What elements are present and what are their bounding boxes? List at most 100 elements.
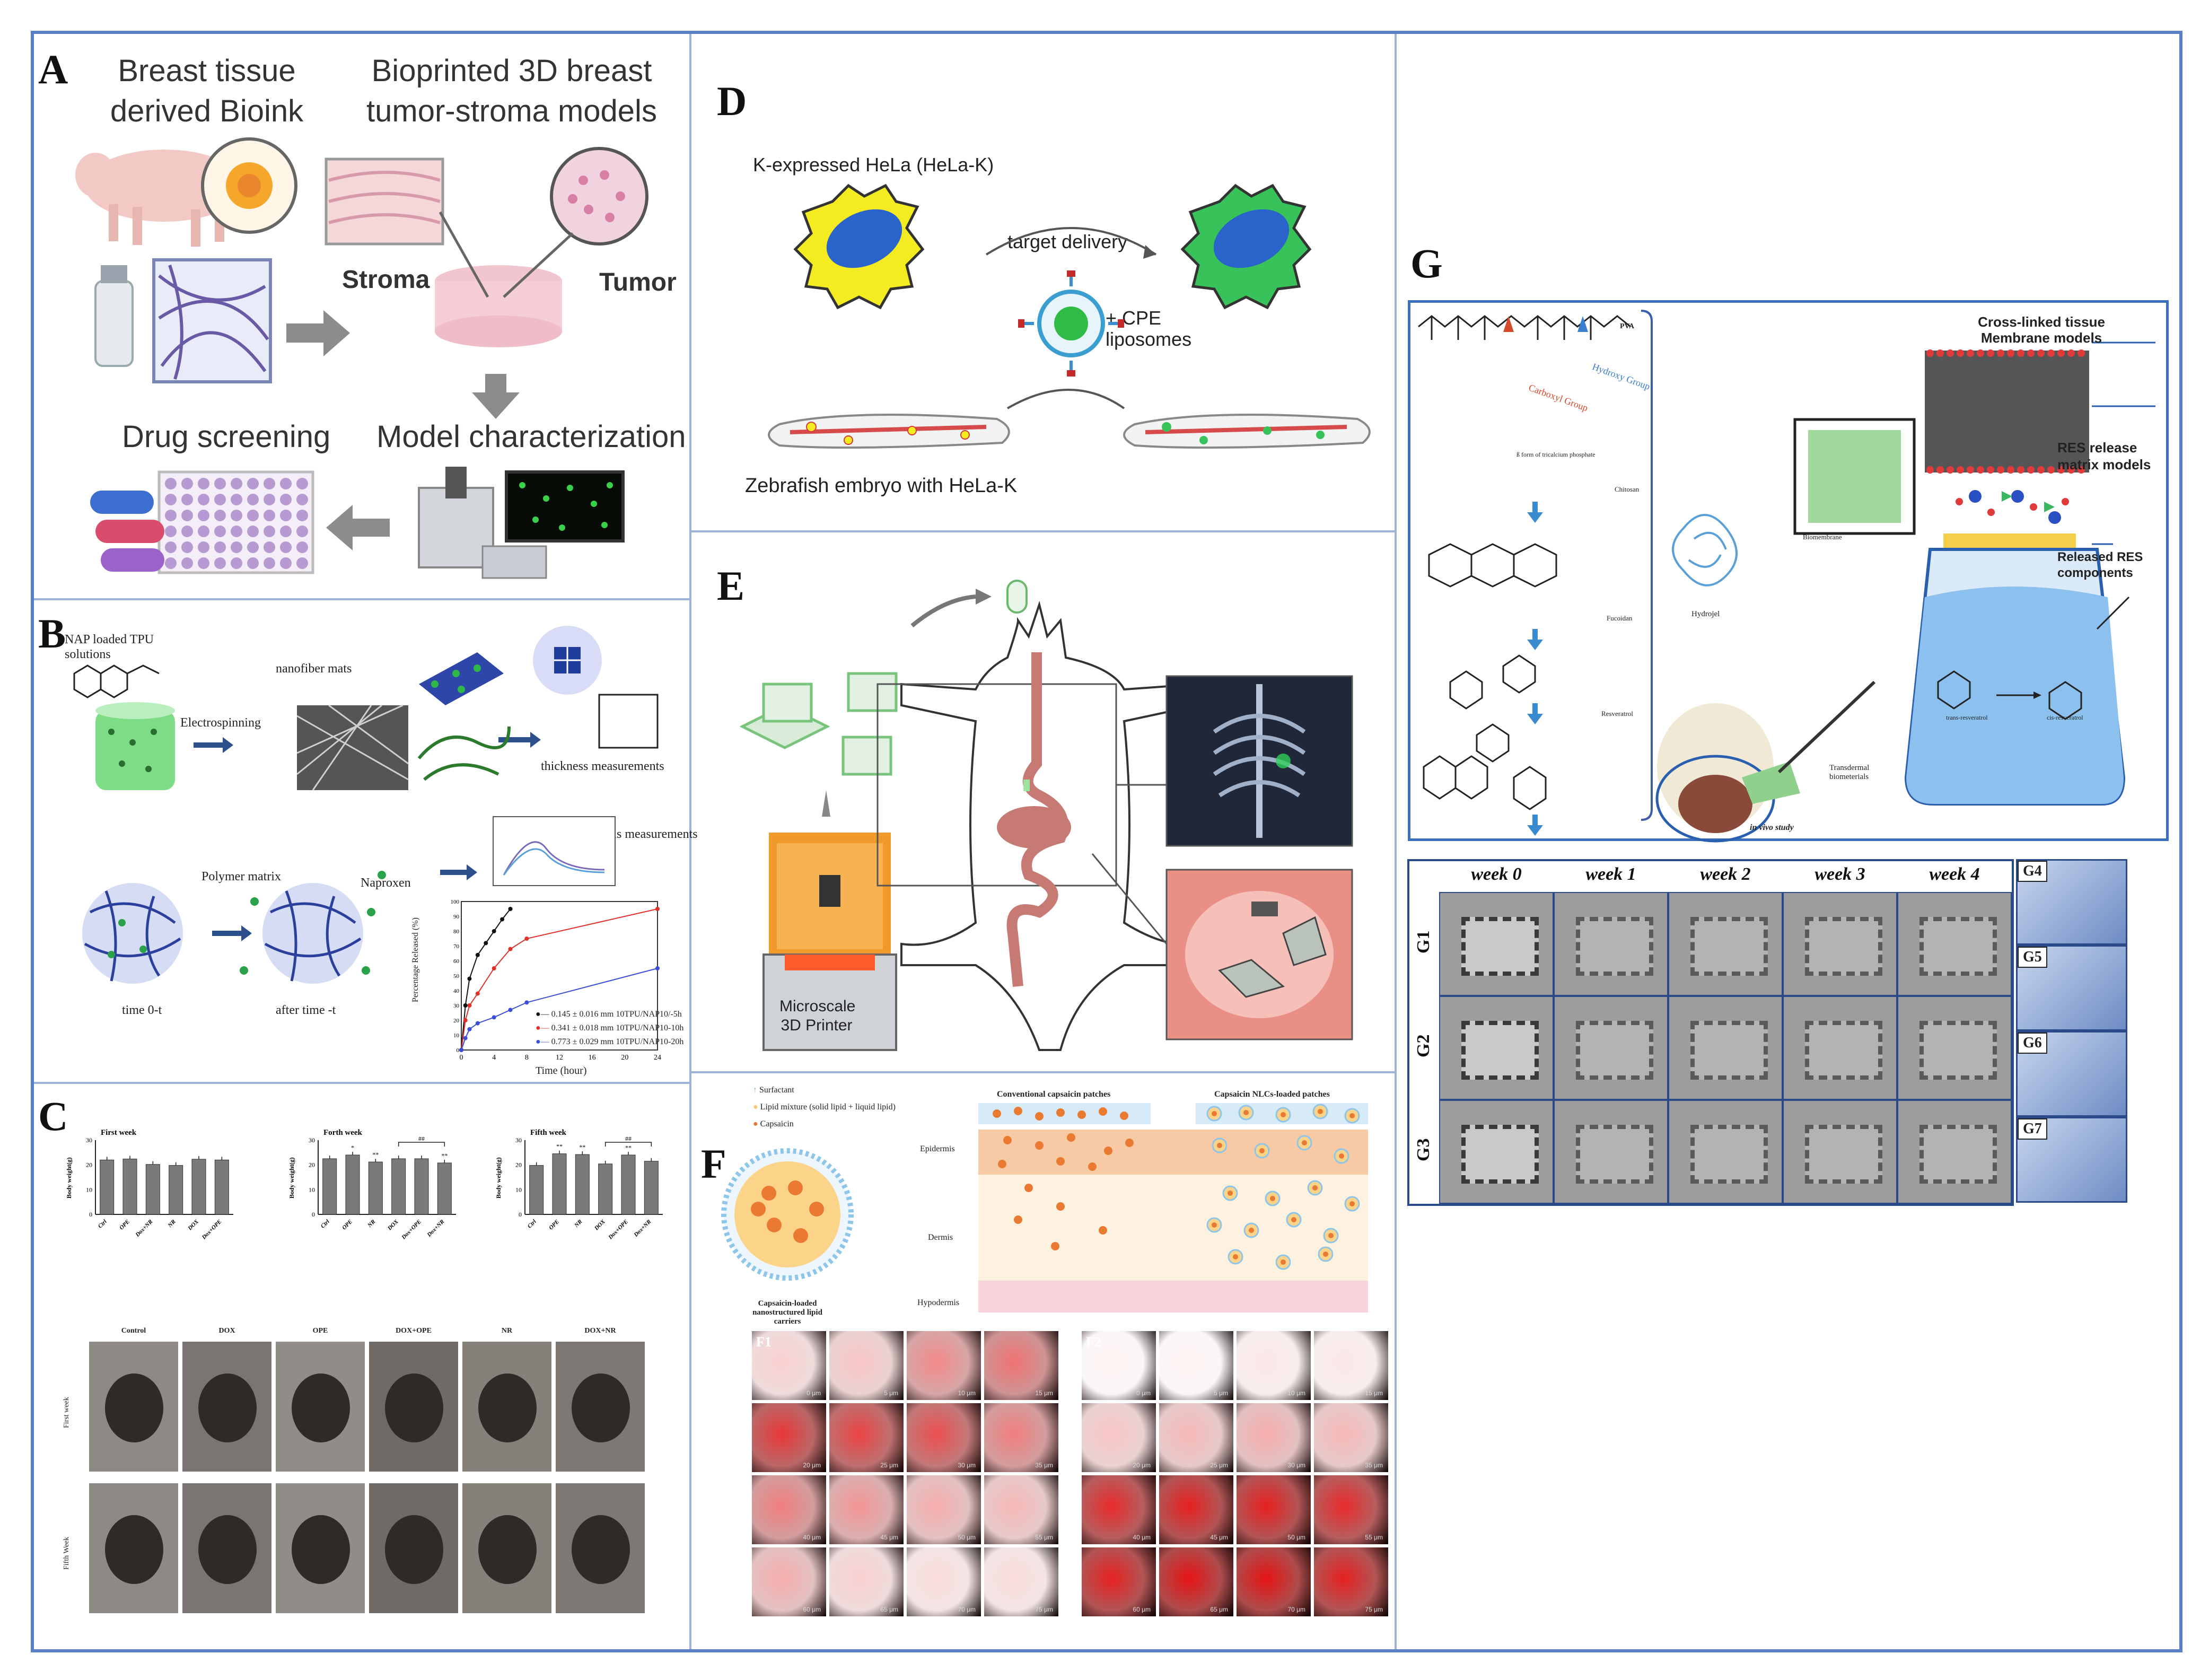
week-header: week 0 — [1471, 864, 1522, 884]
tumor-label: Tumor — [599, 268, 677, 296]
conventional-label: Conventional capsaicin patches — [997, 1090, 1111, 1099]
drug-screening-label: Drug screening — [122, 419, 331, 454]
wound-photo — [1897, 1100, 2012, 1204]
c-chart-title: First week — [101, 1128, 137, 1137]
wound-photo — [1897, 996, 2012, 1100]
microscopy-tile: 60 μm — [752, 1547, 826, 1616]
wound-area — [1461, 1021, 1539, 1080]
panel-a-illustration — [75, 137, 648, 579]
capsaicin-dot — [1077, 1110, 1086, 1119]
release-point — [492, 1015, 496, 1020]
membrane-head — [1936, 349, 1944, 357]
c-chart-title: Fifth week — [530, 1128, 567, 1137]
capsaicin-dot — [1014, 1107, 1022, 1115]
c-category: Ctrl — [320, 1218, 331, 1230]
membrane-head — [2027, 349, 2035, 357]
c-significance: ** — [372, 1151, 379, 1158]
microscopy-tile: 20 μm — [752, 1403, 826, 1472]
c-chart-title: Forth week — [323, 1128, 363, 1137]
release-point — [463, 1036, 468, 1040]
capsaicin-dot — [1035, 1141, 1044, 1150]
release-point — [500, 917, 505, 922]
c-chart-ylabel: Body weight(g) — [495, 1157, 502, 1198]
c-bar — [322, 1158, 337, 1215]
microscopy-tile: 70 μm — [1237, 1547, 1311, 1616]
c-y-tick: 10 — [515, 1186, 522, 1193]
transdermal-label: Transdermal biometerials — [1829, 764, 1870, 781]
capsaicin-dot — [1056, 1157, 1065, 1166]
microscopy-tile: 5 μm — [829, 1331, 904, 1400]
nlc-core — [1270, 1196, 1275, 1201]
c-category: DOX — [186, 1218, 200, 1232]
release-x-tick: 24 — [654, 1054, 661, 1062]
membrane-head — [1947, 466, 1954, 474]
c-bracket-label: ## — [418, 1135, 425, 1142]
c-significance: ** — [441, 1152, 448, 1159]
wound-photo — [1554, 892, 1668, 996]
release-ylabel: Percentage Released (%) — [411, 917, 420, 1002]
c-bar — [214, 1159, 229, 1215]
group-label: G2 — [1414, 1034, 1433, 1057]
wound-photo — [1439, 1100, 1554, 1204]
release-x-tick: 12 — [556, 1054, 563, 1062]
stroma-label: Stroma — [342, 266, 430, 294]
release-x-tick: 20 — [621, 1054, 628, 1062]
capsaicin-dot — [1014, 1215, 1022, 1224]
panel-label-e: E — [717, 563, 745, 609]
capsaicin-dot — [1056, 1108, 1065, 1117]
microscopy-tile: 20 μm — [1082, 1403, 1156, 1472]
c-y-tick: 20 — [515, 1161, 522, 1169]
depth-label: 70 μm — [1287, 1606, 1305, 1613]
c-bar — [552, 1153, 567, 1215]
microscopy-tile: 15 μm — [984, 1331, 1058, 1400]
c-y-tick: 0 — [89, 1211, 92, 1218]
release-point — [492, 929, 496, 933]
biomembrane-label: Biomembrane — [1803, 533, 1842, 541]
wound-area — [1690, 1021, 1768, 1080]
c-bracket — [398, 1142, 445, 1147]
fucoidan-label: Fucoidan — [1607, 614, 1633, 622]
c-category: Dox+OPE — [607, 1219, 630, 1241]
invivo-label: in vivo study — [1750, 823, 1794, 832]
depth-label: 60 μm — [803, 1606, 821, 1613]
microscopy-tile: 40 μm — [752, 1475, 826, 1544]
mouse-photo — [369, 1342, 458, 1472]
mouse-body — [292, 1373, 350, 1442]
divider-left — [689, 34, 691, 1649]
release-point — [475, 952, 480, 957]
week-header: week 1 — [1585, 864, 1636, 884]
release-point — [467, 1027, 472, 1031]
depth-label: 0 μm — [807, 1389, 821, 1397]
nlc-core — [1243, 1110, 1249, 1115]
c-bar — [598, 1163, 613, 1215]
release-legend-1: ●— 0.145 ± 0.016 mm 10TPU/NAP10/-5h — [536, 1010, 682, 1019]
microscopy-tile: 50 μm — [907, 1475, 981, 1544]
capsaicin-dot — [1067, 1133, 1075, 1142]
release-legend-3: ●— 0.773 ± 0.029 mm 10TPU/NAP10-20h — [536, 1037, 684, 1046]
mouse-body — [478, 1515, 537, 1584]
f-legend-capsaicin: ● Capsaicin — [753, 1119, 794, 1128]
c-bar — [145, 1164, 160, 1215]
release-legend-2: ●— 0.341 ± 0.018 mm 10TPU/NAP10-10h — [536, 1023, 684, 1032]
photo-column-label: Control — [121, 1327, 146, 1335]
release-point — [524, 1000, 529, 1005]
depth-label: 25 μm — [880, 1462, 898, 1469]
wound-photo — [1783, 996, 1897, 1100]
photo-column-label: DOX+NR — [584, 1327, 616, 1335]
release-point — [463, 1018, 468, 1022]
group-label: G3 — [1414, 1138, 1433, 1161]
release-xlabel: Time (hour) — [536, 1065, 587, 1077]
release-y-tick: 70 — [453, 943, 460, 950]
release-point — [492, 966, 496, 970]
c-bar — [122, 1158, 137, 1215]
week-header: week 3 — [1814, 864, 1865, 884]
c-bracket — [604, 1142, 652, 1147]
divider-d-e — [691, 530, 1395, 532]
membrane-head — [1936, 466, 1944, 474]
depth-label: 30 μm — [1287, 1462, 1305, 1469]
capsaicin-dot — [1088, 1162, 1097, 1171]
divider-b-c — [34, 1082, 689, 1084]
release-y-tick: 30 — [453, 1003, 460, 1009]
